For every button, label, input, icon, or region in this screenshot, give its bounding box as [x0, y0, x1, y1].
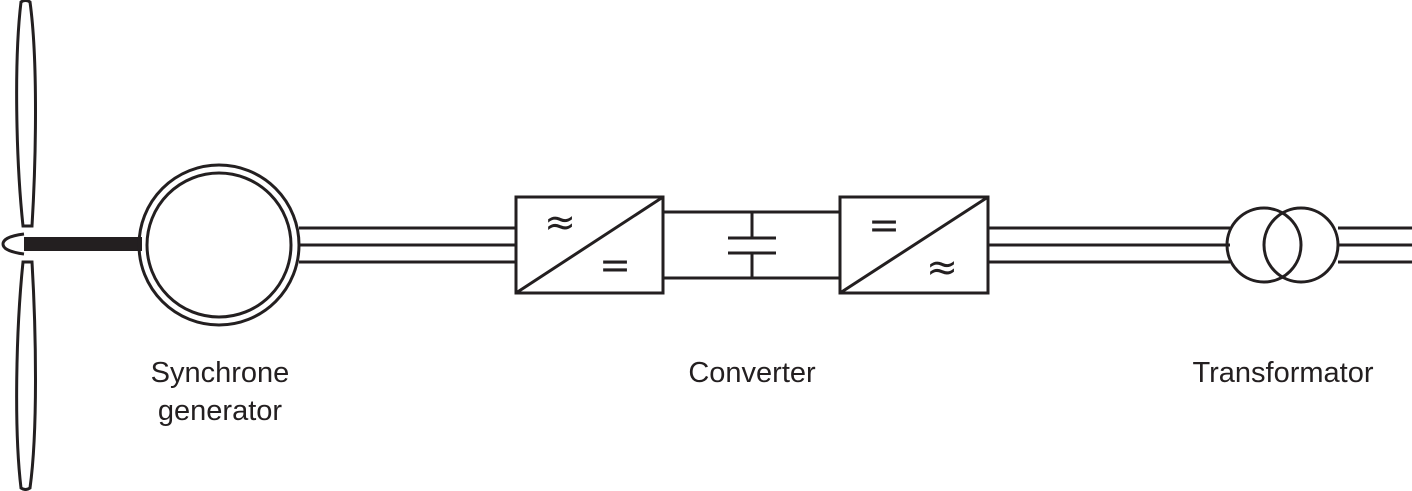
inverter-dc-symbol: =: [868, 203, 900, 247]
ac-lines-inverter-to-transformer: [988, 226, 1230, 264]
generator-symbol: [137, 163, 301, 327]
converter-label: Converter: [688, 357, 816, 389]
rectifier-block: [514, 195, 665, 295]
inverter-block: [838, 195, 990, 295]
rectifier-dc-symbol: =: [599, 243, 631, 287]
rotor-hub: [1, 232, 25, 256]
inverter-ac-symbol: ≈: [926, 245, 958, 289]
generator-label: Synchrone generator: [120, 354, 320, 430]
rotor-blade-lower: [15, 260, 37, 491]
generator-label-line1: Synchrone: [150, 357, 290, 389]
transformer-symbol: [1225, 206, 1340, 284]
transformer-label: Transformator: [1192, 357, 1374, 389]
grid-lines: [1338, 226, 1412, 264]
dc-link: [663, 210, 840, 280]
rotor-blade-upper: [15, 0, 37, 228]
drive-shaft: [24, 237, 142, 251]
dc-link-capacitor-icon: [728, 236, 776, 255]
rectifier-ac-symbol: ≈: [544, 200, 576, 244]
generator-label-line2: generator: [157, 395, 283, 427]
ac-lines-generator-to-rectifier: [299, 226, 516, 264]
